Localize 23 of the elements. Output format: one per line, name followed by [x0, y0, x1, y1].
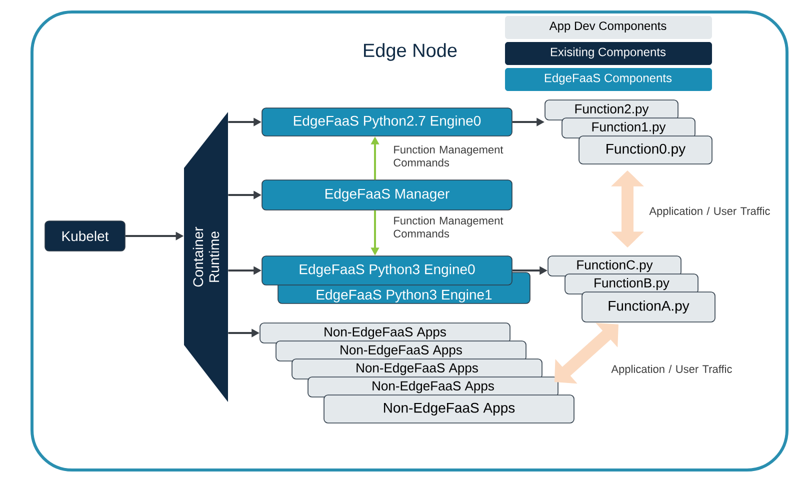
- edge-label: Function Management Commands: [394, 216, 504, 238]
- file-card: FunctionA.py: [582, 292, 716, 322]
- app-card: Non-EdgeFaaS Apps: [324, 394, 574, 424]
- edge-label: Application / User Traffic: [649, 206, 770, 218]
- file-card: FunctionB.py: [564, 274, 698, 294]
- file-card: Function1.py: [562, 118, 696, 138]
- file-card: FunctionC.py: [548, 256, 682, 276]
- kubelet-box: Kubelet: [44, 220, 126, 252]
- engine-box: EdgeFaaS Python3 Engine0: [262, 256, 512, 286]
- app-card: Non-EdgeFaaS Apps: [308, 376, 558, 398]
- legend-item: EdgeFaaS Components: [505, 68, 712, 91]
- file-card: Function0.py: [578, 136, 712, 164]
- app-card: Non-EdgeFaaS Apps: [260, 322, 510, 344]
- file-card: Function2.py: [544, 100, 678, 120]
- engine-box: EdgeFaaS Python2.7 Engine0: [262, 108, 512, 136]
- app-card: Non-EdgeFaaS Apps: [292, 358, 542, 380]
- legend-item: App Dev Components: [505, 16, 712, 39]
- container-runtime-trapezoid: Container Runtime: [184, 112, 228, 402]
- app-card: Non-EdgeFaaS Apps: [276, 340, 526, 362]
- edge-label: Application / User Traffic: [611, 364, 732, 376]
- legend-item: Exisiting Components: [505, 42, 712, 65]
- edge-label: Function Management Commands: [394, 145, 504, 167]
- manager-box: EdgeFaaS Manager: [262, 180, 512, 210]
